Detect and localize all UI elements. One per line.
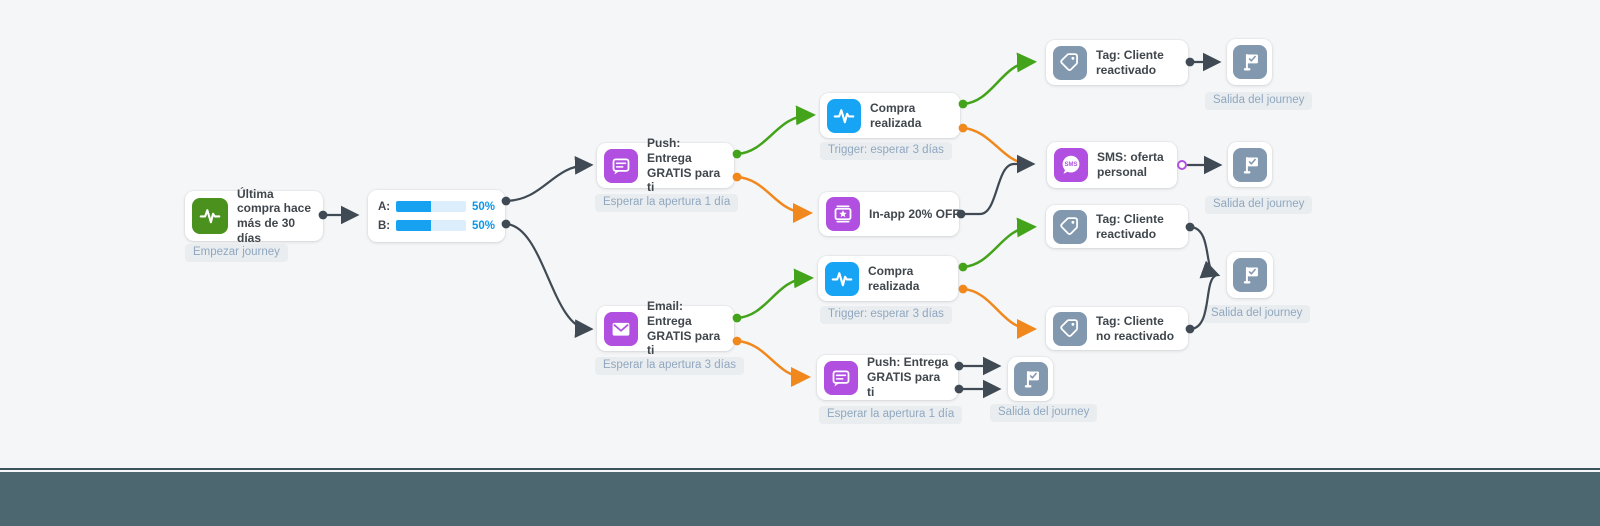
exit-b-label: Salida del journey [1205,196,1313,214]
tag-icon [1053,311,1087,346]
split-bar-a [396,201,466,212]
footer-divider [0,468,1600,470]
node-push-a[interactable]: Push: Entrega GRATIS para ti [597,136,734,194]
sms-bubble-icon: SMS [1054,148,1088,182]
edge-email-to-purchase-b [735,268,814,320]
node-title: Push: Entrega GRATIS para ti [867,355,949,399]
pulse-icon [192,198,228,234]
split-bar-b-fill [396,220,432,231]
node-title: Tag: Cliente reactivado [1096,47,1164,77]
exit-d-label: Salida del journey [990,404,1098,422]
node-email-badge: Esperar la apertura 3 días [595,357,744,375]
split-pct-a: 50% [471,200,495,213]
node-title: Compra realizada [868,263,920,293]
node-title: SMS: oferta personal [1097,150,1164,179]
split-label-a: A: [378,200,391,213]
exit-flag-icon [1013,362,1048,396]
push-notification-icon [604,148,638,183]
node-title: In-app 20% OFF [869,206,960,221]
node-push-a-badge: Esperar la apertura 1 día [595,194,739,212]
split-label-b: B: [378,219,391,232]
node-inapp[interactable]: In-app 20% OFF [819,192,960,236]
node-title: Email: Entrega GRATIS para ti [647,299,721,358]
edge-purchase-a-to-tag-a [961,52,1037,106]
edge-purchase-a-to-sms [961,126,1026,165]
connector-dot-green [958,262,968,272]
tag-icon [1053,45,1087,80]
pulse-icon [827,98,861,133]
exit-flag-icon [1233,258,1267,292]
exit-flag-icon [1233,147,1267,182]
ticket-icon [826,197,860,231]
split-bar-b [396,220,466,231]
node-title: Push: Entrega GRATIS para ti [647,136,721,195]
edge-split-to-push-a [504,156,594,203]
node-tag-reactivated-b[interactable]: Tag: Cliente reactivado [1046,205,1188,248]
edge-inapp-to-sms [959,154,1036,216]
split-row-a: A: 50% [378,201,495,213]
edge-tag-b-to-exit-c [1189,225,1221,279]
node-push-b[interactable]: Push: Entrega GRATIS para ti [817,355,958,400]
push-notification-icon [824,360,858,395]
ab-split-body: A: 50% B: 50% [378,201,495,232]
split-pct-b: 50% [471,219,495,232]
node-tag-reactivated-a[interactable]: Tag: Cliente reactivado [1046,40,1188,85]
edge-push-a-to-purchase-a [735,105,816,156]
edge-purchase-b-to-tag-c [961,287,1037,339]
exit-c-label: Salida del journey [1203,305,1311,323]
node-exit-a[interactable] [1227,39,1272,85]
edge-push-a-to-inapp [735,175,813,223]
node-purchase-a-badge: Trigger: esperar 3 días [820,142,952,160]
node-exit-d[interactable] [1008,357,1053,401]
node-title: Tag: Cliente reactivado [1096,211,1164,241]
node-ab-split[interactable]: A: 50% B: 50% [368,190,505,242]
node-title: Compra realizada [870,100,922,130]
node-title: Tag: Cliente no reactivado [1096,313,1175,343]
node-push-b-badge: Esperar la apertura 1 día [819,406,963,424]
node-purchase-b-badge: Trigger: esperar 3 días [820,306,952,324]
node-purchase-b[interactable]: Compra realizada [818,256,958,301]
pulse-icon [825,261,859,296]
edge-purchase-b-to-tag-b [961,217,1037,269]
connector-dot-hollow [1177,160,1187,170]
node-sms[interactable]: SMS SMS: oferta personal [1047,142,1177,188]
node-start-badge: Empezar journey [185,244,288,262]
email-icon [604,311,638,346]
sms-icon-text: SMS [1064,162,1077,168]
edge-split-to-email [504,222,594,338]
node-email[interactable]: Email: Entrega GRATIS para ti [597,299,734,357]
node-purchase-a[interactable]: Compra realizada [820,93,960,138]
node-exit-b[interactable] [1228,142,1272,187]
exit-a-label: Salida del journey [1205,92,1313,110]
node-title: Última compra hace más de 30 días [237,186,312,245]
connector-dot-orange [958,284,968,294]
node-exit-c[interactable] [1227,252,1273,298]
exit-flag-icon [1232,45,1267,79]
split-row-b: B: 50% [378,220,495,232]
edge-email-to-push-b [735,339,811,387]
footer-bar [0,472,1600,526]
tag-icon [1053,209,1087,244]
node-tag-not-reactivated[interactable]: Tag: Cliente no reactivado [1046,307,1188,350]
split-bar-a-fill [396,201,432,212]
node-start[interactable]: Última compra hace más de 30 días [185,187,323,245]
